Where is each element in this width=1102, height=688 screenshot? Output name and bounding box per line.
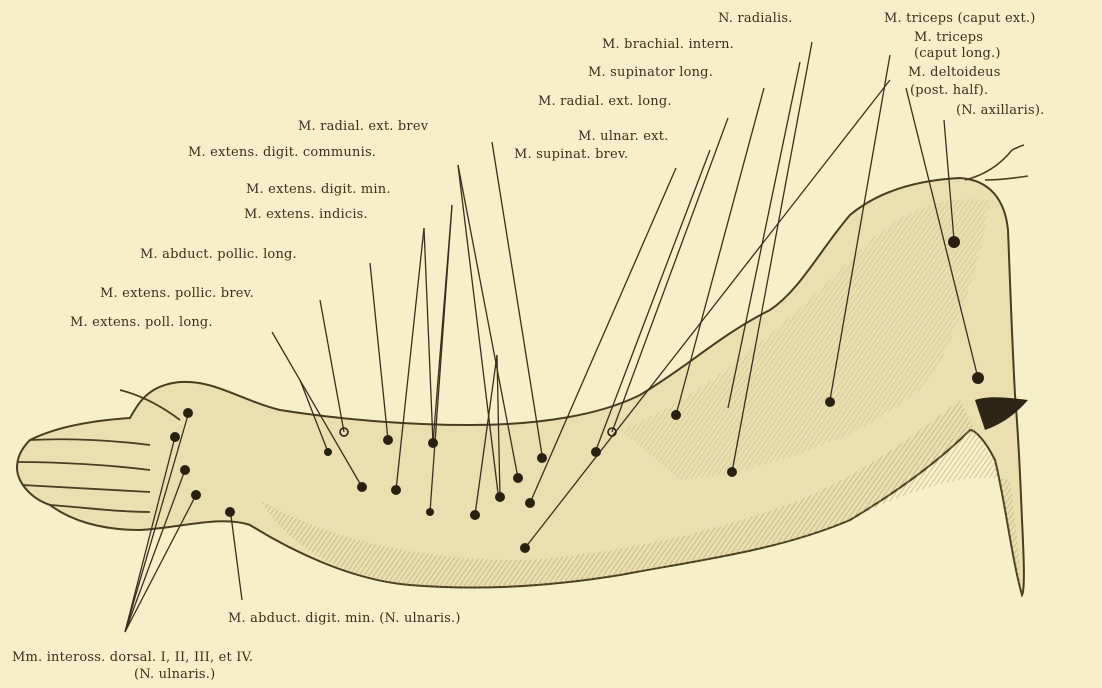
label-extens-poll-long: M. extens. poll. long. — [70, 316, 213, 330]
label-supinator-long: M. supinator long. — [588, 66, 713, 80]
label-radial-ext-brev: M. radial. ext. brev — [298, 120, 428, 134]
label-supinat-brev: M. supinat. brev. — [514, 148, 628, 162]
label-triceps-caput-ext: M. triceps (caput ext.) — [884, 12, 1035, 26]
label-inteross-nerve: (N. ulnaris.) — [134, 668, 215, 682]
label-radial-ext-long: M. radial. ext. long. — [538, 95, 672, 109]
label-extens-digit-communis: M. extens. digit. communis. — [188, 146, 376, 160]
label-brachial-intern: M. brachial. intern. — [602, 38, 734, 52]
label-extens-digit-min: M. extens. digit. min. — [246, 183, 391, 197]
label-ulnar-ext: M. ulnar. ext. — [578, 130, 668, 144]
label-extens-pollic-brev: M. extens. pollic. brev. — [100, 287, 254, 301]
label-abduct-digit-min: M. abduct. digit. min. (N. ulnaris.) — [228, 612, 461, 626]
label-deltoideus-line1: M. deltoideus — [908, 66, 1001, 80]
label-deltoideus-line3: (N. axillaris). — [956, 104, 1044, 118]
label-inteross-dorsal: Mm. inteross. dorsal. I, II, III, et IV. — [12, 651, 253, 665]
label-triceps-caput-long-line1: M. triceps — [914, 31, 983, 45]
label-abduct-pollic-long: M. abduct. pollic. long. — [140, 248, 297, 262]
nerve-stub — [965, 145, 1028, 180]
label-triceps-caput-long-line2: (caput long.) — [914, 47, 1001, 61]
label-extens-indicis: M. extens. indicis. — [244, 208, 368, 222]
label-n-radialis: N. radialis. — [718, 12, 793, 26]
label-deltoideus-line2: (post. half). — [910, 84, 988, 98]
